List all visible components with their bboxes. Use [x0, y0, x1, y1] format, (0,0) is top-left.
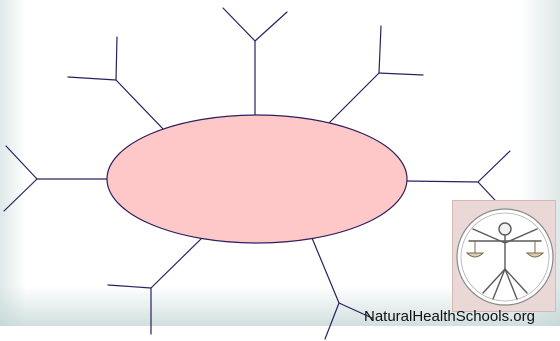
branch-lower-left: [108, 236, 204, 334]
vitruvian-man-logo-icon: [453, 201, 557, 313]
branch-lower-right: [312, 238, 372, 339]
logo-badge: [452, 200, 556, 312]
branch-left: [4, 146, 108, 211]
watermark-text: NaturalHealthSchools.org: [364, 308, 535, 325]
branch-top: [223, 8, 287, 116]
branch-upper-right: [327, 26, 423, 125]
branch-upper-left: [68, 37, 165, 131]
central-ellipse: [107, 115, 407, 243]
